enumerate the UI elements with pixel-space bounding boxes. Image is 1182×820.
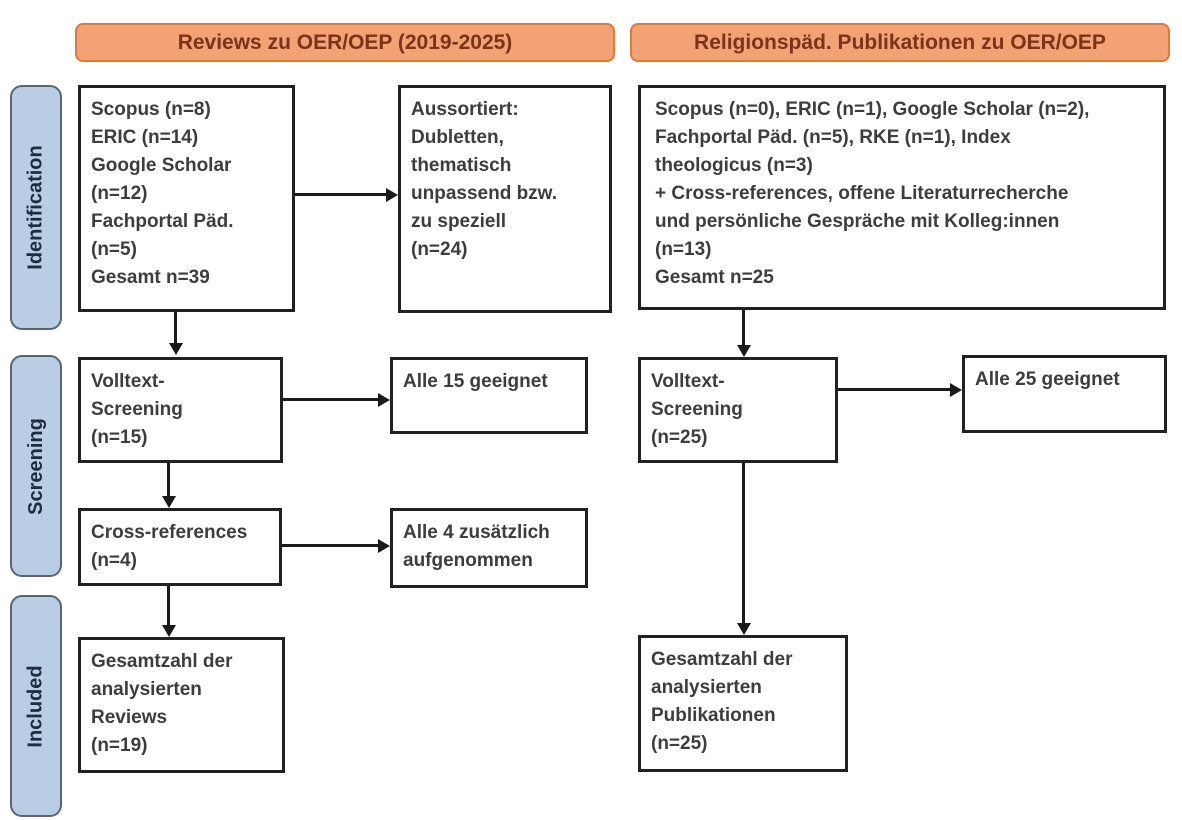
box-excluded-line: Dubletten, bbox=[411, 127, 504, 148]
box-excluded-line: zu speziell bbox=[411, 211, 507, 232]
box-sources-publications-line: + Cross-references, offene Literaturrech… bbox=[655, 183, 1069, 204]
box-total-reviews-line: Gesamtzahl der bbox=[91, 651, 233, 672]
box-volltext-screening-publications-line: Screening bbox=[651, 399, 743, 420]
box-crossreferences-line: Cross-references bbox=[91, 522, 248, 543]
arrow-right-volltext-to-geeignet-left-icon bbox=[283, 398, 378, 401]
box-sources-publications-line: und persönliche Gespräche mit Kolleg:inn… bbox=[655, 211, 1060, 232]
stage-included: Included bbox=[10, 595, 62, 817]
column-header-reviews-label: Reviews zu OER/OEP (2019-2025) bbox=[177, 30, 513, 54]
box-total-reviews: Gesamtzahl der analysierten Reviews (n=1… bbox=[78, 637, 285, 773]
box-crossreferences-line: (n=4) bbox=[91, 550, 137, 571]
box-total-reviews-line: (n=19) bbox=[91, 735, 148, 756]
box-volltext-screening-publications: Volltext- Screening (n=25) bbox=[638, 357, 838, 463]
arrow-down-crossref-to-total-left-icon bbox=[167, 586, 170, 625]
box-aufgenommen: Alle 4 zusätzlich aufgenommen bbox=[390, 508, 588, 588]
box-volltext-screening-publications-line: Volltext- bbox=[651, 371, 725, 392]
box-total-publications-line: analysierten bbox=[651, 677, 762, 698]
box-volltext-screening-reviews-line: (n=15) bbox=[91, 427, 148, 448]
box-excluded: Aussortiert: Dubletten, thematisch unpas… bbox=[398, 85, 612, 313]
arrow-down-sources-to-volltext-right-icon bbox=[742, 310, 745, 345]
box-sources-publications-line: Gesamt n=25 bbox=[655, 267, 774, 288]
box-excluded-line: (n=24) bbox=[411, 239, 468, 260]
box-sources-publications-line: Scopus (n=0), ERIC (n=1), Google Scholar… bbox=[655, 99, 1090, 120]
arrow-down-volltext-to-total-right-icon bbox=[742, 463, 745, 623]
box-sources-reviews-line: Gesamt n=39 bbox=[91, 267, 210, 288]
stage-screening: Screening bbox=[10, 355, 62, 577]
arrow-right-sources-to-excluded-icon bbox=[295, 193, 386, 196]
box-volltext-screening-reviews-line: Volltext- bbox=[91, 371, 165, 392]
stage-identification: Identification bbox=[10, 85, 62, 330]
stage-screening-label: Screening bbox=[24, 417, 47, 515]
box-geeignet-publications-line: Alle 25 geeignet bbox=[975, 369, 1120, 390]
box-sources-publications: Scopus (n=0), ERIC (n=1), Google Scholar… bbox=[638, 85, 1166, 310]
box-geeignet-publications: Alle 25 geeignet bbox=[962, 355, 1167, 433]
column-header-reviews: Reviews zu OER/OEP (2019-2025) bbox=[75, 23, 615, 62]
box-volltext-screening-reviews-line: Screening bbox=[91, 399, 183, 420]
stage-identification-label: Identification bbox=[24, 145, 47, 270]
box-excluded-line: unpassend bzw. bbox=[411, 183, 558, 204]
box-sources-reviews-line: Google Scholar bbox=[91, 155, 232, 176]
column-header-religionspaed-label: Religionspäd. Publikationen zu OER/OEP bbox=[694, 30, 1106, 54]
box-aufgenommen-line: aufgenommen bbox=[403, 550, 533, 571]
box-total-publications-line: Publikationen bbox=[651, 705, 776, 726]
arrow-down-sources-to-volltext-left-icon bbox=[174, 312, 177, 343]
box-sources-publications-line: (n=13) bbox=[655, 239, 712, 260]
box-volltext-screening-publications-line: (n=25) bbox=[651, 427, 708, 448]
column-header-religionspaed: Religionspäd. Publikationen zu OER/OEP bbox=[630, 23, 1170, 62]
box-crossreferences: Cross-references (n=4) bbox=[78, 508, 282, 586]
arrow-right-crossref-to-aufgenommen-icon bbox=[282, 544, 378, 547]
stage-included-label: Included bbox=[24, 664, 47, 748]
box-sources-reviews-line: (n=5) bbox=[91, 239, 137, 260]
box-total-publications: Gesamtzahl der analysierten Publikatione… bbox=[638, 635, 848, 772]
box-sources-reviews-line: (n=12) bbox=[91, 183, 148, 204]
box-volltext-screening-reviews: Volltext- Screening (n=15) bbox=[78, 357, 283, 463]
box-geeignet-reviews: Alle 15 geeignet bbox=[390, 357, 588, 434]
box-excluded-line: Aussortiert: bbox=[411, 99, 519, 120]
box-sources-reviews-line: Fachportal Päd. bbox=[91, 211, 234, 232]
box-geeignet-reviews-line: Alle 15 geeignet bbox=[403, 371, 548, 392]
box-aufgenommen-line: Alle 4 zusätzlich bbox=[403, 522, 550, 543]
box-sources-reviews: Scopus (n=8) ERIC (n=14) Google Scholar … bbox=[78, 85, 295, 312]
box-total-reviews-line: Reviews bbox=[91, 707, 168, 728]
box-sources-reviews-line: Scopus (n=8) bbox=[91, 99, 211, 120]
box-total-reviews-line: analysierten bbox=[91, 679, 202, 700]
box-sources-publications-line: theologicus (n=3) bbox=[655, 155, 813, 176]
arrow-down-volltext-to-crossref-icon bbox=[167, 463, 170, 496]
box-total-publications-line: Gesamtzahl der bbox=[651, 649, 793, 670]
box-total-publications-line: (n=25) bbox=[651, 733, 708, 754]
box-excluded-line: thematisch bbox=[411, 155, 512, 176]
box-sources-publications-line: Fachportal Päd. (n=5), RKE (n=1), Index bbox=[655, 127, 1011, 148]
box-sources-reviews-line: ERIC (n=14) bbox=[91, 127, 199, 148]
arrow-right-volltext-to-geeignet-right-icon bbox=[838, 388, 950, 391]
